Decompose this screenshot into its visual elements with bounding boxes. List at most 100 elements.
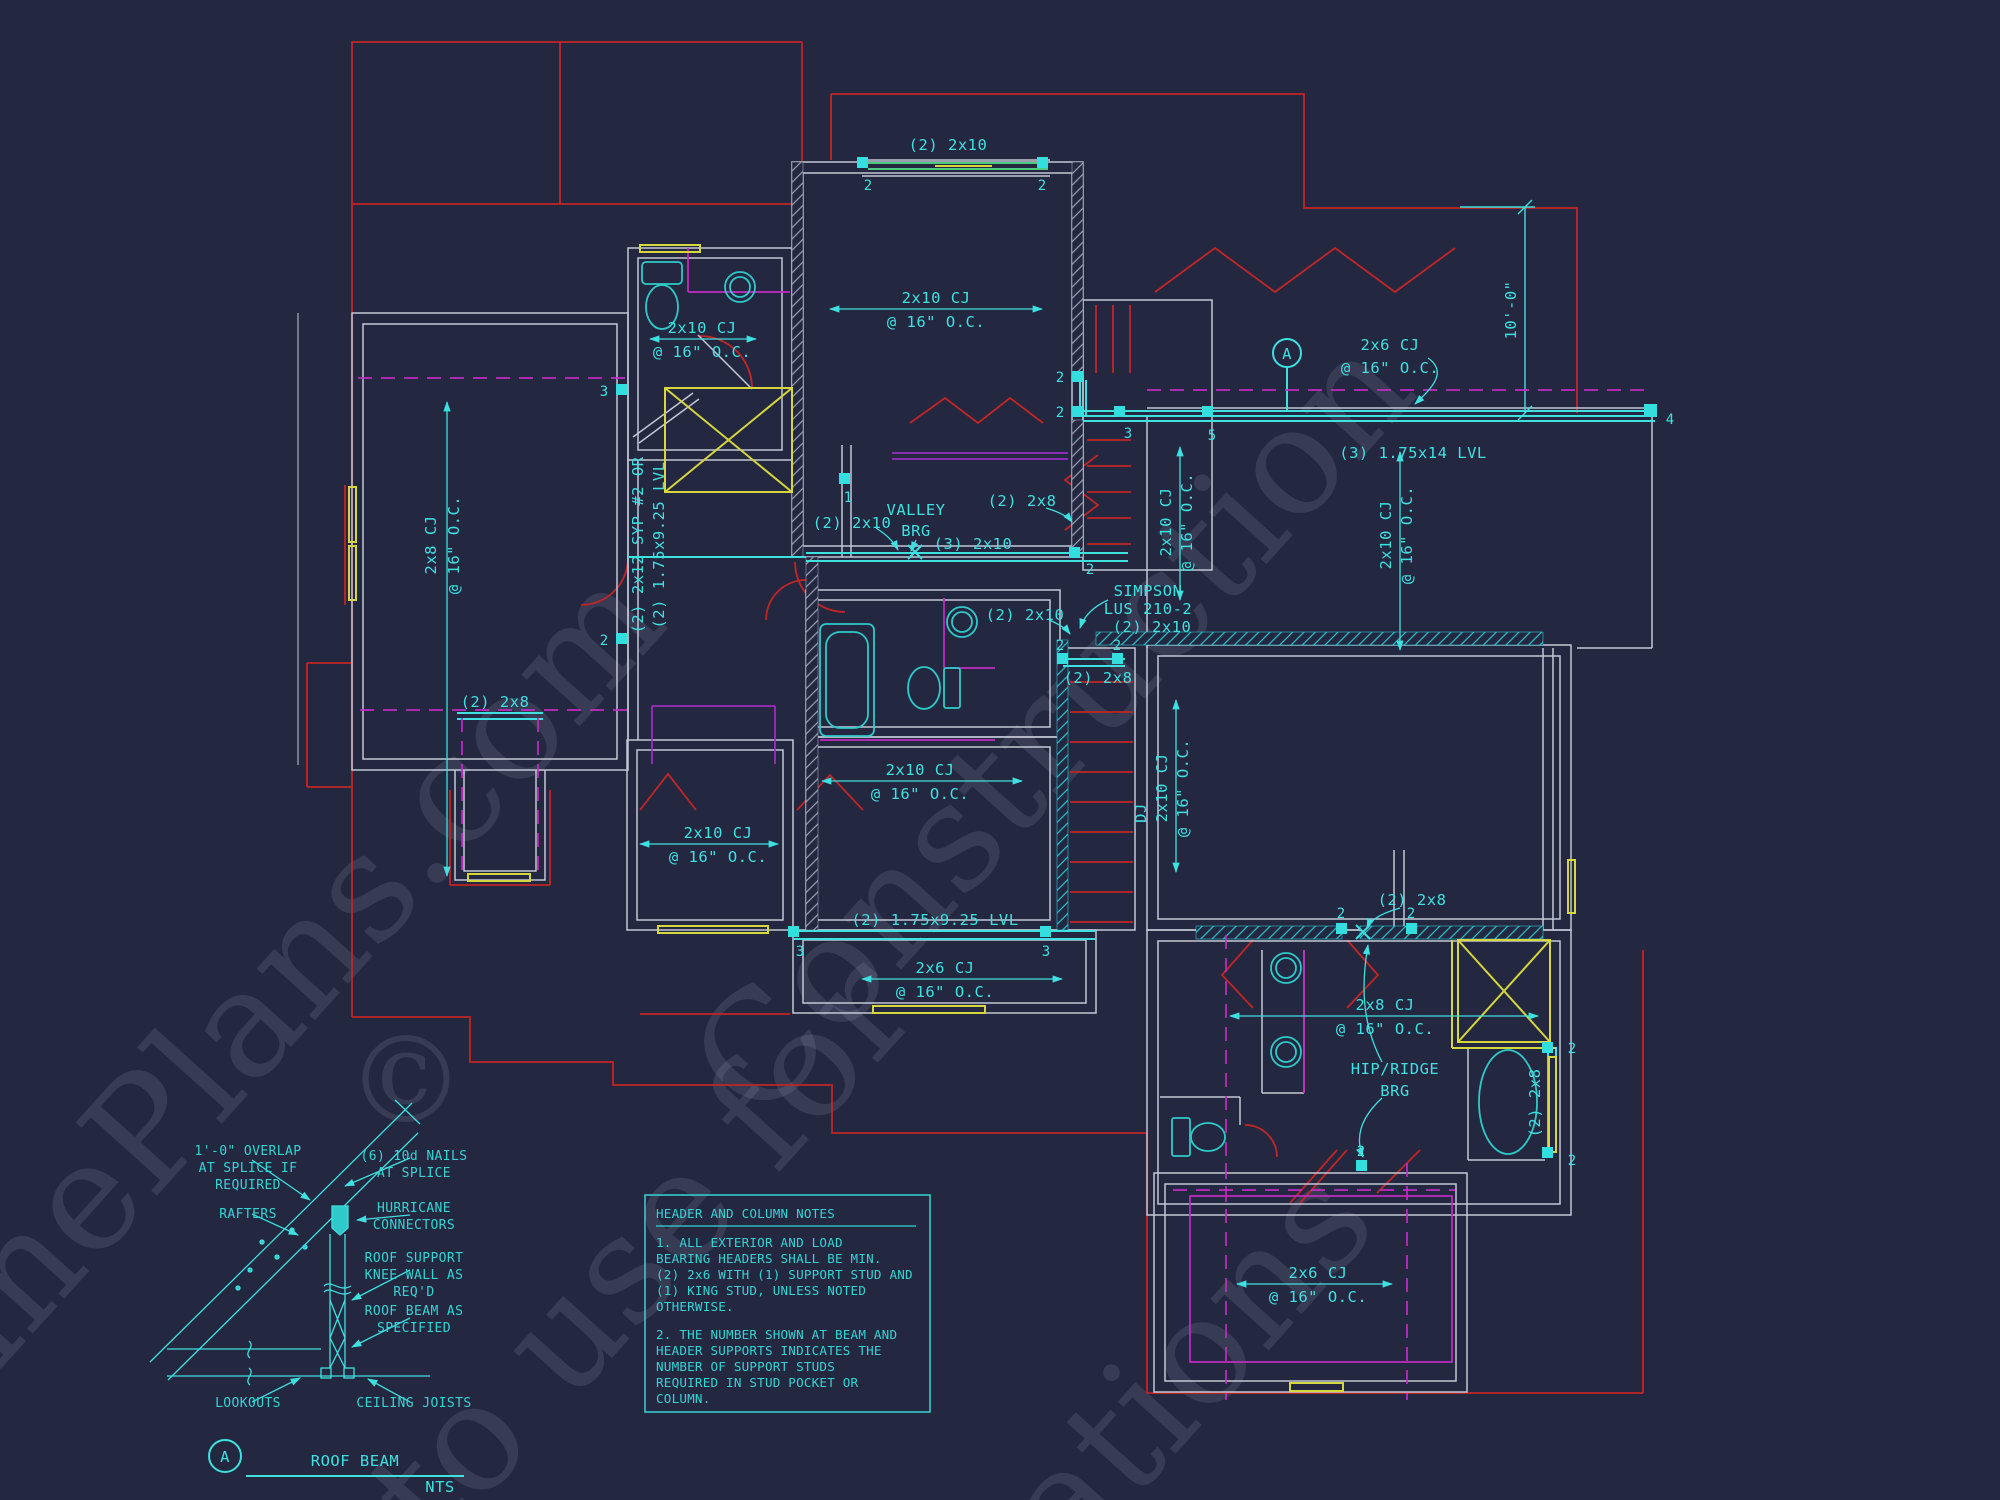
svg-text:KNEE WALL AS: KNEE WALL AS [365,1268,464,1283]
joist-label: 2x8 CJ [422,516,440,575]
svg-text:@ 16" O.C.: @ 16" O.C. [887,313,985,331]
beam-label: (2) 2x8 [1526,1069,1544,1138]
detail-leaders [251,1157,411,1403]
bearing-label: HIP/RIDGE [1351,1060,1440,1078]
toilet-tank [1171,1117,1191,1157]
svg-text:2: 2 [1407,906,1415,922]
svg-text:2: 2 [600,633,608,649]
toilet-bowl [645,284,679,330]
toilet-bowl [1190,1122,1226,1152]
svg-text:(2) 1.75x9.25 LVL: (2) 1.75x9.25 LVL [650,461,668,628]
dimension-label: 10'-0" [1502,281,1520,340]
svg-text:OTHERWISE.: OTHERWISE. [656,1299,734,1314]
svg-text:2: 2 [1568,1153,1576,1169]
roof-outline [306,41,1644,1394]
svg-text:@ 16" O.C.: @ 16" O.C. [1178,473,1196,571]
beam-label: (2) 2x10 [1113,618,1192,636]
joist-label: 2x10 CJ [902,289,971,307]
svg-text:REQ'D: REQ'D [393,1285,434,1300]
detail-callout-letter: A [220,1448,230,1466]
joist-label: 2x10 CJ [684,824,753,842]
counters-magenta [687,248,1453,1363]
svg-text:ROOF SUPPORT: ROOF SUPPORT [365,1251,464,1266]
svg-text:CEILING JOISTS: CEILING JOISTS [356,1396,471,1411]
svg-text:(1) KING STUD, UNLESS NOTED: (1) KING STUD, UNLESS NOTED [656,1283,866,1298]
beam-label: (2) 2x8 [1064,669,1133,687]
svg-text:@ 16" O.C.: @ 16" O.C. [1269,1288,1367,1306]
svg-text:2: 2 [1056,405,1064,421]
joist-label: 2x8 CJ [1356,996,1415,1014]
section-callout-a: A [1272,338,1302,368]
svg-text:(6) 10d NAILS: (6) 10d NAILS [361,1149,468,1164]
svg-text:3: 3 [1042,944,1050,960]
bearing-label: VALLEY [887,501,946,519]
hatched-walls [791,161,1544,940]
beam-label: (2) 2x10 [813,514,892,532]
svg-text:2: 2 [1056,370,1064,386]
svg-text:2: 2 [1337,906,1345,922]
svg-text:@ 16" O.C.: @ 16" O.C. [896,983,994,1001]
svg-text:2: 2 [1568,1041,1576,1057]
svg-text:REQUIRED: REQUIRED [215,1178,281,1193]
detail-title-text: ROOF BEAM [311,1452,400,1470]
svg-text:BRG: BRG [1380,1082,1410,1100]
svg-text:@ 16" O.C.: @ 16" O.C. [1174,739,1192,837]
stair-treads [1070,305,1133,923]
beam-label: (2) 2x12 SYP #2 OR [629,456,647,633]
svg-text:REQUIRED IN STUD POCKET OR: REQUIRED IN STUD POCKET OR [656,1375,859,1390]
svg-text:2: 2 [1056,638,1064,654]
svg-text:ROOF BEAM AS: ROOF BEAM AS [365,1304,464,1319]
svg-text:@ 16" O.C.: @ 16" O.C. [871,785,969,803]
vanity-sink [1270,952,1302,984]
watermark: MyHomePlans.com ILLEGAL to use for Const… [0,301,1447,1500]
svg-text:AT SPLICE: AT SPLICE [377,1166,451,1181]
joist-label: 2x10 CJ [1157,488,1175,557]
beam-label: (2) 2x8 [461,693,530,711]
detail-title: A ROOF BEAM NTS [208,1439,464,1496]
window-header-top [868,162,1048,170]
double-joist-label: DJ [1132,803,1150,823]
svg-text:1: 1 [844,490,852,506]
svg-text:BEARING HEADERS SHALL BE MIN.: BEARING HEADERS SHALL BE MIN. [656,1251,882,1266]
svg-text:4: 4 [1666,412,1674,428]
svg-text:HEADER SUPPORTS INDICATES THE: HEADER SUPPORTS INDICATES THE [656,1343,882,1358]
label-leaders [875,357,1438,1158]
beam-label: (2) 2x10 [909,136,988,154]
plan-labels: (2) 2x10 2x10 CJ @ 16" O.C. 2x10 CJ @ 16… [422,136,1544,1306]
svg-text:2: 2 [864,178,872,194]
svg-text:NUMBER OF SUPPORT STUDS: NUMBER OF SUPPORT STUDS [656,1359,835,1374]
svg-text:@ 16" O.C.: @ 16" O.C. [1398,486,1416,584]
svg-text:2: 2 [1113,638,1121,654]
svg-text:@ 16" O.C.: @ 16" O.C. [1341,359,1439,377]
connector-label: SIMPSON [1114,582,1183,600]
svg-text:BRG: BRG [901,522,931,540]
svg-text:2: 2 [1038,178,1046,194]
detail-scale: NTS [425,1478,455,1496]
toilet-tank [641,261,683,285]
svg-text:1'-0" OVERLAP: 1'-0" OVERLAP [195,1144,302,1159]
svg-text:CONNECTORS: CONNECTORS [373,1218,455,1233]
windows-yellow [348,244,1576,1392]
svg-text:LUS 210-2: LUS 210-2 [1104,600,1193,618]
svg-text:2. THE NUMBER SHOWN AT BEAM AN: 2. THE NUMBER SHOWN AT BEAM AND [656,1327,897,1342]
joist-label: 2x6 CJ [1289,1264,1348,1282]
header-column-notes: HEADER AND COLUMN NOTES 1. ALL EXTERIOR … [644,1194,931,1413]
svg-text:1. ALL EXTERIOR AND LOAD: 1. ALL EXTERIOR AND LOAD [656,1235,843,1250]
svg-text:SPECIFIED: SPECIFIED [377,1321,451,1336]
joist-arrows [443,305,1540,1288]
svg-text:3: 3 [600,384,608,400]
beam-label: (2) 1.75x9.25 LVL [851,911,1018,929]
joist-label: 2x10 CJ [1153,754,1171,823]
svg-text:2: 2 [1086,562,1094,578]
svg-text:LOOKOUTS: LOOKOUTS [215,1396,281,1411]
joist-label: 2x6 CJ [916,959,975,977]
svg-text:@ 16" O.C.: @ 16" O.C. [1336,1020,1434,1038]
joist-label: 2x6 CJ [1361,336,1420,354]
joist-label: 2x10 CJ [668,319,737,337]
beam-label: (2) 2x8 [1378,891,1447,909]
callout-letter: A [1282,345,1292,363]
beam-label: (3) 2x10 [934,535,1013,553]
